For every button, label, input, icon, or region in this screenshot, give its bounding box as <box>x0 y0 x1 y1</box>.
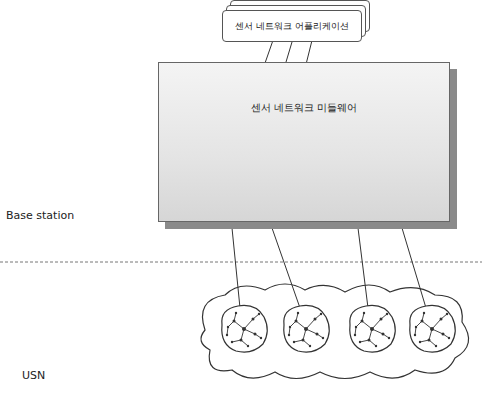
connector-line <box>265 42 272 62</box>
middleware-box: 센서 네트워크 미들웨어 <box>158 62 450 222</box>
node-label: 센서 네트워크 어플리케이션 <box>235 20 349 33</box>
application-box: 센서 네트워크 어플리케이션 <box>222 10 362 42</box>
base-links <box>232 228 426 308</box>
region-label: USN <box>22 369 45 382</box>
sensor-cluster <box>410 305 455 352</box>
sensor-cluster <box>284 305 329 352</box>
sensor-cluster <box>222 305 267 352</box>
usn-cloud <box>201 284 469 379</box>
divider-line <box>0 262 482 263</box>
region-label: Base station <box>6 209 74 222</box>
node-label: 센서 네트워크 미들웨어 <box>251 101 357 221</box>
sensor-cluster <box>350 305 395 352</box>
connector-line <box>286 42 292 62</box>
connector-line <box>307 42 312 62</box>
